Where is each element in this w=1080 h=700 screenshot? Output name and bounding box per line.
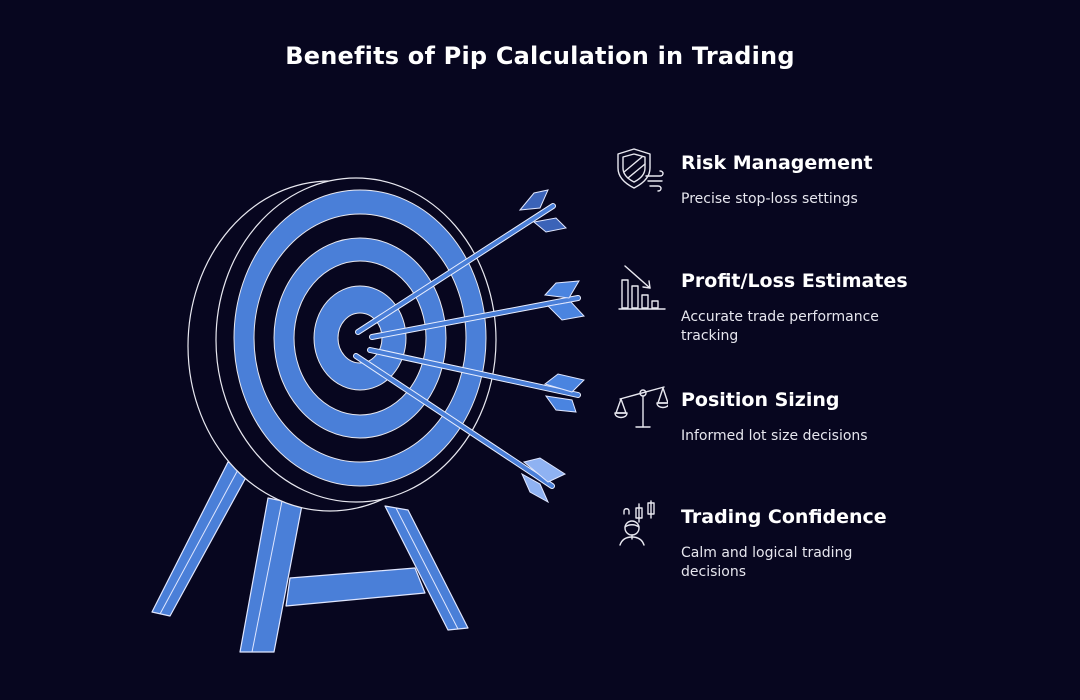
benefit-description: Calm and logical trading decisions — [681, 545, 853, 580]
benefit-description: Informed lot size decisions — [681, 428, 868, 444]
arrow-3 — [367, 347, 585, 413]
arrows — [353, 189, 585, 504]
benefit-description: Precise stop-loss settings — [681, 191, 858, 207]
arrow-4 — [353, 353, 567, 504]
benefit-heading: Risk Management — [681, 152, 873, 174]
declining-bar-chart-icon — [618, 265, 666, 310]
balance-scale-icon — [614, 386, 668, 428]
benefit-description: Accurate trade performance tracking — [681, 309, 879, 344]
arrow-2 — [369, 280, 585, 340]
benefit-heading: Trading Confidence — [681, 506, 887, 528]
target-rings — [233, 189, 487, 487]
arrow-1 — [355, 189, 568, 335]
target-stand — [151, 461, 469, 653]
trader-candlestick-icon — [619, 500, 655, 546]
benefit-heading: Profit/Loss Estimates — [681, 270, 908, 292]
benefit-heading: Position Sizing — [681, 389, 840, 411]
shield-wind-icon — [617, 148, 664, 192]
page-title: Benefits of Pip Calculation in Trading — [285, 42, 795, 70]
